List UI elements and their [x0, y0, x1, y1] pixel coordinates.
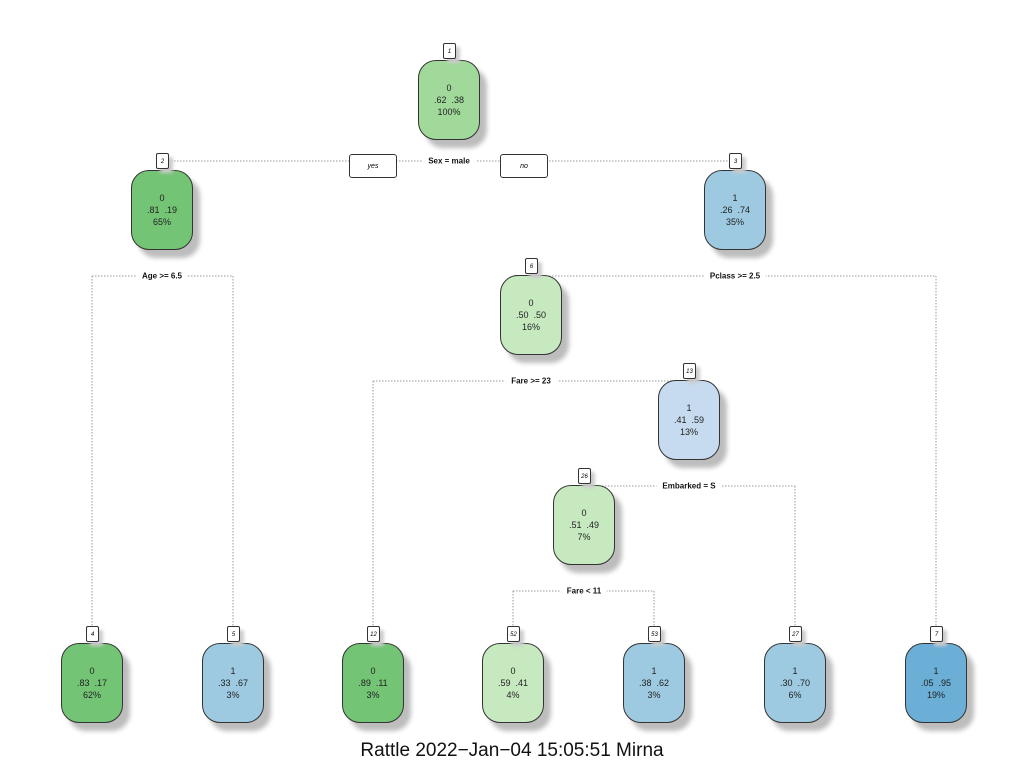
node-probs: .33 .67	[217, 678, 249, 688]
split-label: Fare >= 23	[505, 376, 557, 386]
node-pct: 65%	[152, 217, 171, 227]
node-probs: .38 .62	[638, 678, 670, 688]
no-label: no	[500, 154, 548, 178]
node-pct: 100%	[437, 107, 461, 117]
split-label: Embarked = S	[656, 481, 722, 491]
node-probs: .50 .50	[515, 310, 547, 320]
node-number-label: 5	[227, 626, 240, 642]
node-probs: .26 .74	[719, 205, 751, 215]
node-pct: 13%	[679, 427, 698, 437]
tree-node-7: 1 .05 .95 19%	[905, 643, 967, 723]
node-pct: 4%	[506, 690, 520, 700]
node-class: 1	[686, 403, 692, 413]
node-probs: .05 .95	[920, 678, 952, 688]
node-probs: .30 .70	[779, 678, 811, 688]
node-number-label: 3	[729, 153, 742, 169]
node-probs: .83 .17	[76, 678, 108, 688]
node-number-label: 13	[683, 363, 696, 379]
caption: Rattle 2022−Jan−04 15:05:51 Mirna	[360, 740, 664, 761]
node-class: 0	[446, 83, 452, 93]
node-class: 0	[528, 298, 534, 308]
node-number-label: 1	[443, 43, 456, 59]
tree-node-53: 1 .38 .62 3%	[623, 643, 685, 723]
node-number-label: 27	[789, 626, 802, 642]
node-class: 1	[732, 193, 738, 203]
node-number-label: 12	[367, 626, 380, 642]
node-probs: .59 .41	[497, 678, 529, 688]
node-class: 1	[230, 666, 236, 676]
node-number-label: 26	[578, 468, 591, 484]
tree-node-52: 0 .59 .41 4%	[482, 643, 544, 723]
node-pct: 19%	[926, 690, 945, 700]
node-pct: 6%	[788, 690, 802, 700]
node-number-label: 6	[525, 258, 538, 274]
split-label: Pclass >= 2.5	[703, 271, 767, 281]
node-pct: 35%	[725, 217, 744, 227]
node-class: 0	[89, 666, 95, 676]
node-class: 0	[370, 666, 376, 676]
tree-node-13: 1 .41 .59 13%	[658, 380, 720, 460]
node-pct: 3%	[366, 690, 380, 700]
split-label: Age >= 6.5	[135, 271, 189, 281]
node-probs: .89 .11	[358, 678, 388, 688]
node-number-label: 53	[648, 626, 661, 642]
node-pct: 16%	[521, 322, 540, 332]
node-class: 0	[159, 193, 165, 203]
tree-node-2: 0 .81 .19 65%	[131, 170, 193, 250]
node-probs: .62 .38	[433, 95, 465, 105]
tree-node-4: 0 .83 .17 62%	[61, 643, 123, 723]
tree-node-26: 0 .51 .49 7%	[553, 485, 615, 565]
node-probs: .41 .59	[673, 415, 705, 425]
tree-node-5: 1 .33 .67 3%	[202, 643, 264, 723]
node-pct: 3%	[226, 690, 240, 700]
node-pct: 62%	[82, 690, 101, 700]
split-label: Sex = male	[422, 156, 476, 166]
node-number-label: 7	[930, 626, 943, 642]
node-number-label: 2	[156, 153, 169, 169]
node-number-label: 4	[86, 626, 99, 642]
node-class: 1	[651, 666, 657, 676]
tree-node-12: 0 .89 .11 3%	[342, 643, 404, 723]
node-class: 0	[581, 508, 587, 518]
tree-node-1: 0 .62 .38 100%	[418, 60, 480, 140]
node-pct: 7%	[577, 532, 591, 542]
node-probs: .81 .19	[146, 205, 178, 215]
tree-node-3: 1 .26 .74 35%	[704, 170, 766, 250]
node-pct: 3%	[647, 690, 661, 700]
node-probs: .51 .49	[568, 520, 600, 530]
node-number-label: 52	[507, 626, 520, 642]
tree-node-6: 0 .50 .50 16%	[500, 275, 562, 355]
yes-label: yes	[349, 154, 397, 178]
tree-node-27: 1 .30 .70 6%	[764, 643, 826, 723]
node-class: 1	[792, 666, 798, 676]
node-class: 0	[510, 666, 516, 676]
split-label: Fare < 11	[560, 586, 608, 596]
node-class: 1	[933, 666, 939, 676]
